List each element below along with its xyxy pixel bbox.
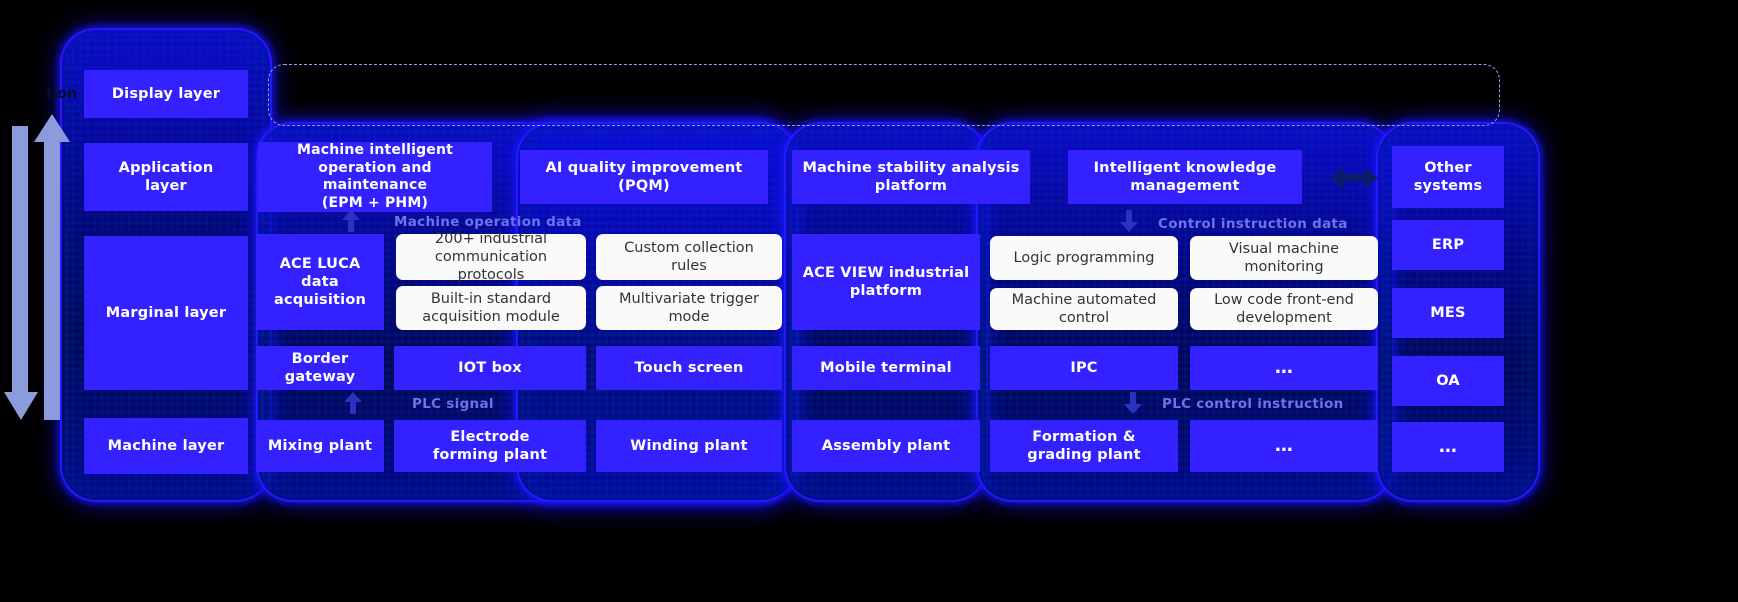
- right-ellipsis[interactable]: …: [1392, 422, 1504, 472]
- marginal-ace-view-industrial-platform[interactable]: ACE VIEW industrial platform: [792, 234, 980, 330]
- app-ai-quality-improvement[interactable]: AI quality improvement (PQM): [520, 150, 768, 204]
- card-200-industrial-protocols[interactable]: 200+ industrial communication protocols: [396, 231, 586, 283]
- bidirectional-arrow-icon: [1330, 167, 1378, 189]
- card-visual-machine-monitoring[interactable]: Visual machine monitoring: [1190, 236, 1378, 280]
- right-oa[interactable]: OA: [1392, 356, 1504, 406]
- card-builtin-standard-acquisition-module[interactable]: Built-in standard acquisition module: [396, 286, 586, 330]
- display-layer-scope-outline: [268, 64, 1500, 126]
- right-mes[interactable]: MES: [1392, 288, 1504, 338]
- flow-label-machine-operation-data: Machine operation data: [394, 214, 582, 230]
- flow-label-plc-signal: PLC signal: [412, 396, 494, 412]
- app-machine-stability-platform[interactable]: Machine stability analysis platform: [792, 150, 1030, 204]
- plc-down-arrow-icon: [1124, 392, 1142, 414]
- left-up-arrow-icon: [34, 114, 70, 420]
- marginal-ace-luca-data-acquisition[interactable]: ACE LUCA data acquisition: [256, 234, 384, 330]
- machine-ellipsis[interactable]: …: [1190, 420, 1378, 472]
- app-machine-intelligent-ops[interactable]: Machine intelligent operation and mainte…: [258, 142, 492, 212]
- card-multivariate-trigger-mode[interactable]: Multivariate trigger mode: [596, 286, 782, 330]
- card-low-code-frontend-development[interactable]: Low code front-end development: [1190, 288, 1378, 330]
- flow-label-control-instruction-data: Control instruction data: [1158, 216, 1348, 232]
- card-custom-collection-rules[interactable]: Custom collection rules: [596, 234, 782, 280]
- device-mobile-terminal[interactable]: Mobile terminal: [792, 346, 980, 390]
- device-ipc[interactable]: IPC: [990, 346, 1178, 390]
- layer-display[interactable]: Display layer: [84, 70, 248, 118]
- card-logic-programming[interactable]: Logic programming: [990, 236, 1178, 280]
- machine-mixing-plant[interactable]: Mixing plant: [256, 420, 384, 472]
- card-machine-automated-control[interactable]: Machine automated control: [990, 288, 1178, 330]
- plc-up-arrow-icon: [344, 392, 362, 414]
- right-other-systems[interactable]: Other systems: [1392, 146, 1504, 208]
- machine-electrode-forming-plant[interactable]: Electrode forming plant: [394, 420, 586, 472]
- right-erp[interactable]: ERP: [1392, 220, 1504, 270]
- device-iot-box[interactable]: IOT box: [394, 346, 586, 390]
- left-edge-label: tion: [46, 86, 78, 102]
- left-down-arrow-icon: [4, 126, 38, 420]
- machine-formation-grading-plant[interactable]: Formation & grading plant: [990, 420, 1178, 472]
- device-touch-screen[interactable]: Touch screen: [596, 346, 782, 390]
- layer-application[interactable]: Application layer: [84, 143, 248, 211]
- flow-label-plc-control-instruction: PLC control instruction: [1162, 396, 1344, 412]
- device-ellipsis[interactable]: …: [1190, 346, 1378, 390]
- layer-machine[interactable]: Machine layer: [84, 418, 248, 474]
- flow-down-arrow-icon-right: [1120, 210, 1138, 232]
- device-border-gateway[interactable]: Border gateway: [256, 346, 384, 390]
- machine-winding-plant[interactable]: Winding plant: [596, 420, 782, 472]
- layer-marginal[interactable]: Marginal layer: [84, 236, 248, 390]
- flow-up-arrow-icon-left: [342, 210, 360, 232]
- app-intelligent-knowledge-management[interactable]: Intelligent knowledge management: [1068, 150, 1302, 204]
- machine-assembly-plant[interactable]: Assembly plant: [792, 420, 980, 472]
